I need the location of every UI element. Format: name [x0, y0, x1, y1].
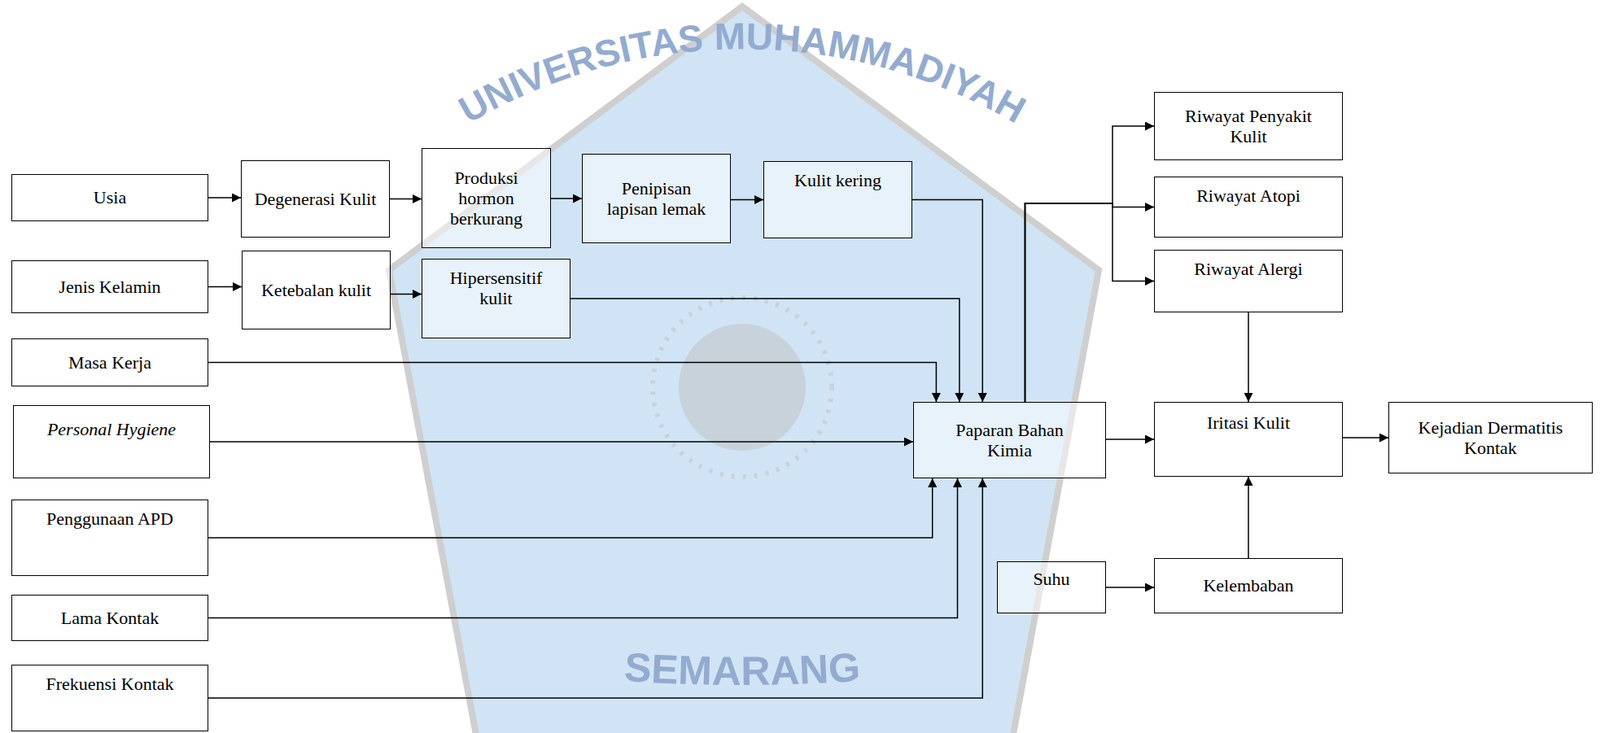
box-label: Usia [93, 187, 127, 208]
box-label: Produksi hormon berkurang [430, 167, 543, 230]
connector-arrow [209, 441, 914, 443]
connector-arrow [208, 196, 241, 199]
connector-arrow [208, 286, 242, 289]
connector-arrow [1247, 312, 1250, 403]
process-box: Paparan Bahan Kimia [913, 402, 1107, 479]
process-box: Kelembaban [1154, 558, 1343, 614]
box-label: Hipersensitif kulit [433, 267, 559, 310]
process-box: Jenis Kelamin [11, 260, 209, 314]
connector-arrow [208, 478, 983, 699]
connector-arrow [1106, 586, 1155, 589]
box-label: Penggunaan APD [46, 508, 174, 529]
watermark-text: SEMARANG [623, 644, 862, 695]
box-label: Personal Hygiene [47, 419, 176, 440]
process-box: Lama Kontak [11, 594, 209, 642]
connector-arrow [208, 362, 936, 403]
watermark-text: SEMARANG [623, 644, 862, 695]
watermark-text: UNIVERSITAS MUHAMMADIYAH [451, 14, 1033, 132]
box-label: Masa Kerja [68, 352, 152, 373]
box-label: Degenerasi Kulit [254, 188, 377, 210]
connector-arrow [389, 198, 422, 201]
logo-pentagon [389, 6, 1099, 733]
logo-emblem [678, 323, 806, 451]
process-box: Riwayat Penyakit Kulit [1154, 91, 1343, 161]
connector-arrow [1025, 203, 1155, 403]
box-label: Paparan Bahan Kimia [946, 419, 1073, 462]
connector-arrow [208, 478, 933, 538]
process-box: Penipisan lapisan lemak [581, 153, 731, 244]
process-box: Usia [11, 174, 209, 222]
connector-arrow [730, 199, 764, 202]
connector-arrow [390, 293, 422, 296]
watermark-text: UNIVERSITAS MUHAMMADIYAH [451, 14, 1033, 132]
box-label: Kelembaban [1202, 575, 1294, 596]
process-box: Suhu [996, 561, 1107, 614]
box-label: Kulit kering [794, 170, 882, 191]
box-label: Suhu [1032, 568, 1070, 590]
connector-arrow [1025, 126, 1155, 403]
connector-arrow [1106, 438, 1155, 441]
process-box: Kulit kering [763, 161, 913, 239]
box-label: Jenis Kelamin [58, 276, 161, 298]
box-label: Riwayat Atopi [1196, 185, 1301, 206]
box-label: Iritasi Kulit [1206, 412, 1290, 433]
connector-arrow [1247, 476, 1250, 559]
connector-arrow [570, 298, 960, 403]
connector-arrow [912, 200, 983, 403]
box-label: Penipisan lapisan lemak [594, 178, 719, 220]
box-label: Riwayat Alergi [1193, 258, 1303, 280]
process-box: Penggunaan APD [11, 499, 209, 577]
box-label: Ketebalan kulit [261, 279, 372, 301]
process-box: Produksi hormon berkurang [421, 148, 551, 249]
process-box: Personal Hygiene [13, 405, 210, 479]
process-box: Ketebalan kulit [241, 250, 391, 330]
connector-arrow [1025, 203, 1155, 403]
process-box: Masa Kerja [11, 338, 209, 387]
connector-arrow [550, 197, 582, 200]
process-box: Hipersensitif kulit [421, 258, 571, 339]
connector-arrow [1342, 437, 1389, 439]
logo-emblem-ring [652, 297, 832, 477]
process-box: Riwayat Alergi [1154, 249, 1343, 313]
connector-arrow [208, 478, 958, 619]
process-box: Iritasi Kulit [1154, 402, 1343, 477]
box-label: Kejadian Dermatitis Kontak [1417, 417, 1564, 460]
process-box: Degenerasi Kulit [240, 160, 390, 238]
box-label: Riwayat Penyakit Kulit [1166, 105, 1331, 148]
process-box: Frekuensi Kontak [11, 664, 209, 732]
box-label: Lama Kontak [61, 607, 159, 629]
box-label: Frekuensi Kontak [45, 673, 174, 695]
process-box: Kejadian Dermatitis Kontak [1388, 402, 1593, 474]
process-box: Riwayat Atopi [1154, 176, 1343, 238]
